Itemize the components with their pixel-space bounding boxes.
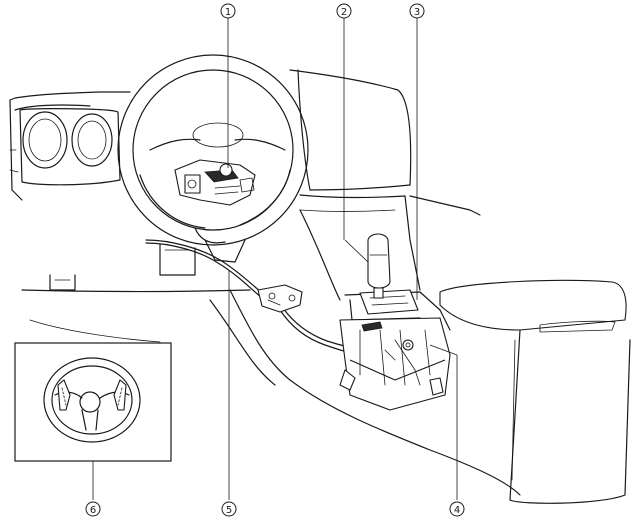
callout-6: 6 [85,501,101,517]
callout-4: 4 [449,501,465,517]
floor-outline [29,209,521,496]
gauge-right [71,113,113,167]
shift-cable [145,239,371,359]
callout-5: 5 [221,501,237,517]
combination-switch [174,159,256,206]
callout-3: 3 [409,3,425,19]
gauge-left [22,111,68,169]
leader-lines [92,18,458,500]
steering-wheel [117,54,309,263]
callout-2-label: 2 [341,7,347,18]
callout-1: 1 [220,3,236,19]
callout-2: 2 [336,3,352,19]
cable-bracket [257,284,303,313]
shift-knob [367,233,391,299]
callout-1-label: 1 [225,7,231,18]
callout-3-label: 3 [414,7,420,18]
inset-paddle-wheel [14,342,172,462]
callout-6-label: 6 [90,505,96,516]
callout-4-label: 4 [454,505,460,516]
paddle-right [113,379,127,411]
shift-mechanism [339,317,451,411]
callout-5-label: 5 [226,505,232,516]
paddle-left [57,379,71,411]
